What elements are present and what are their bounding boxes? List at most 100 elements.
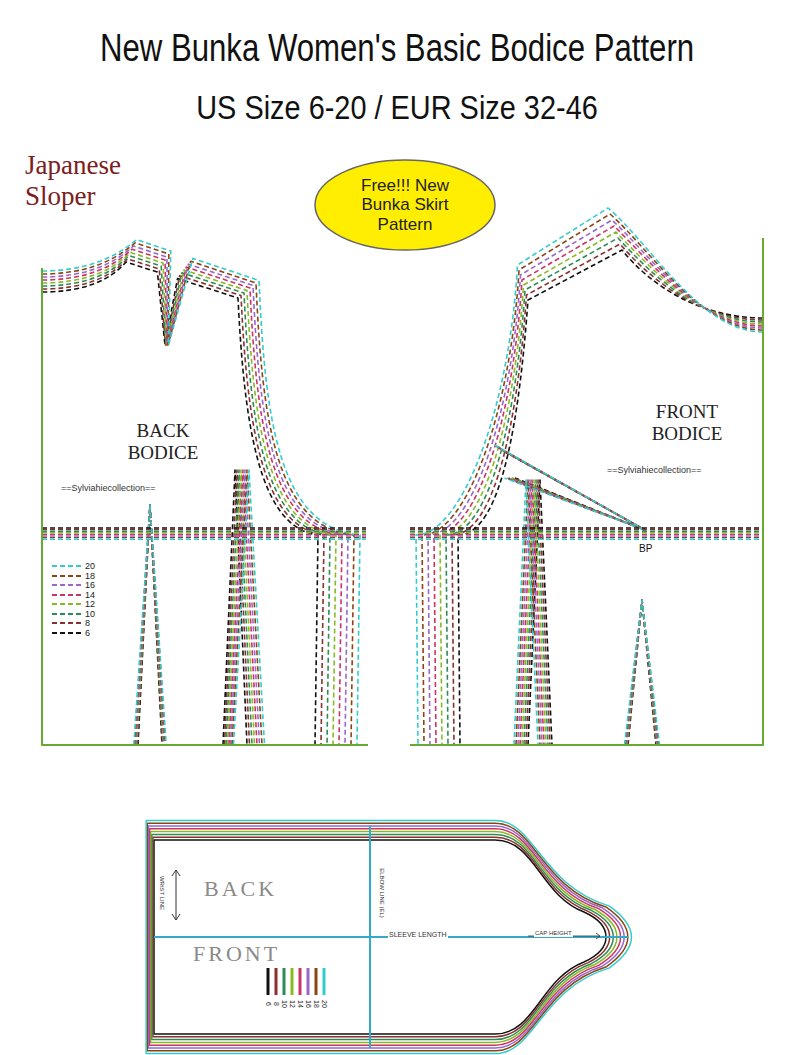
chest-line — [42, 539, 366, 540]
pattern-line — [416, 208, 763, 745]
pattern-line — [626, 600, 659, 745]
pattern-line — [422, 214, 763, 745]
pattern-line — [42, 262, 318, 745]
size-number: 18 — [312, 999, 320, 1009]
pattern-line — [628, 600, 656, 745]
pattern-line — [136, 505, 164, 745]
promo-text: Free!!! New Bunka Skirt Pattern — [346, 176, 464, 235]
legend-line — [52, 575, 82, 577]
pattern-line — [42, 249, 342, 745]
ellipse-outline — [315, 160, 495, 250]
pattern-line — [137, 505, 163, 745]
pattern-line — [42, 240, 360, 745]
chest-line — [42, 531, 366, 532]
sleeve-legend-bar — [291, 968, 294, 995]
watermark: ==Sylviahiecollection== — [60, 483, 157, 493]
legend-swatch — [52, 592, 82, 598]
legend-line — [52, 594, 82, 596]
pattern-line — [495, 445, 646, 530]
chest-line — [410, 537, 763, 538]
pattern-line — [136, 505, 165, 745]
sleeve-outline — [146, 820, 631, 1053]
legend-line — [52, 603, 82, 605]
pattern-line — [42, 246, 348, 745]
legend-swatch — [52, 611, 82, 617]
pattern-line — [428, 220, 763, 745]
center-back-line — [42, 268, 368, 745]
pattern-line — [452, 244, 763, 745]
chest-line — [42, 532, 366, 533]
piece-name: BACK BODICE — [112, 420, 214, 464]
pattern-line — [627, 600, 658, 745]
sleeve-outline — [147, 823, 628, 1051]
sleeve-legend-bar — [307, 968, 310, 995]
sleeve-legend-bar — [283, 968, 286, 995]
pattern-line — [434, 226, 763, 745]
legend-text: 14 — [85, 590, 95, 600]
size-number: 16 — [304, 999, 312, 1009]
size-number: 20 — [320, 999, 328, 1009]
size-number: 10 — [280, 999, 288, 1009]
chest-line — [42, 534, 366, 535]
legend-text: 10 — [85, 609, 95, 619]
chest-line — [410, 532, 763, 533]
line-name: CAP HEIGHT — [534, 930, 573, 937]
promo-ellipse: Free!!! New Bunka Skirt Pattern — [314, 159, 496, 251]
pattern-line — [458, 250, 763, 745]
sleeve-legend-bar — [299, 968, 302, 995]
legend-text: 12 — [85, 599, 95, 609]
size-number: 8 — [272, 1001, 280, 1007]
legend-swatch — [52, 563, 82, 569]
chest-line — [410, 531, 763, 532]
pattern-line — [626, 600, 658, 745]
size-number: 12 — [288, 999, 296, 1009]
pattern-line — [627, 600, 657, 745]
page-title: New Bunka Women's Basic Bodice Pattern — [100, 27, 694, 70]
pattern-line — [42, 256, 330, 745]
size-number: 6 — [264, 1001, 272, 1007]
chest-line — [42, 529, 366, 530]
chest-line — [410, 535, 763, 536]
chest-line — [42, 527, 366, 528]
legend-swatch — [52, 630, 82, 636]
sleeve-legend-bar — [275, 968, 278, 995]
pattern-line — [234, 470, 265, 745]
pattern-line — [135, 505, 165, 745]
bust-point: BP — [638, 543, 653, 555]
pattern-line — [440, 232, 763, 745]
legend-swatch — [52, 620, 82, 626]
legend-line — [52, 622, 82, 624]
chest-line — [410, 539, 763, 540]
pattern-line — [628, 600, 657, 745]
chest-line — [42, 535, 366, 536]
legend-text: 8 — [85, 618, 90, 628]
piece-name: FRONT BODICE — [636, 401, 738, 445]
legend-swatch — [52, 601, 82, 607]
legend-line — [52, 584, 82, 586]
legend-text: 6 — [85, 628, 90, 638]
pattern-line — [514, 480, 538, 745]
chest-line — [410, 527, 763, 528]
chest-line — [410, 534, 763, 535]
line-name: WRIST LINE — [159, 875, 166, 911]
pattern-line — [42, 243, 354, 745]
sleeve-legend-bar — [267, 968, 270, 995]
legend-swatch — [52, 573, 82, 579]
pattern-line — [625, 600, 660, 745]
chest-line — [410, 529, 763, 530]
legend-text: 20 — [85, 561, 95, 571]
size-number: 14 — [296, 999, 304, 1009]
legend-text: 16 — [85, 580, 95, 590]
sloper-label: Japanese Sloper — [24, 150, 156, 212]
legend-line — [52, 632, 82, 634]
chest-line — [42, 537, 366, 538]
line-name: SLEEVE LENGTH — [388, 931, 448, 939]
legend-text: 18 — [85, 571, 95, 581]
legend-swatch — [52, 582, 82, 588]
legend-line — [52, 613, 82, 615]
subtitle: US Size 6-20 / EUR Size 32-46 — [195, 88, 598, 127]
line-name: ELBOW LINE (EL) — [379, 867, 386, 919]
sleeve-legend-bar — [315, 968, 318, 995]
sleeve-part: BACK — [203, 876, 278, 901]
